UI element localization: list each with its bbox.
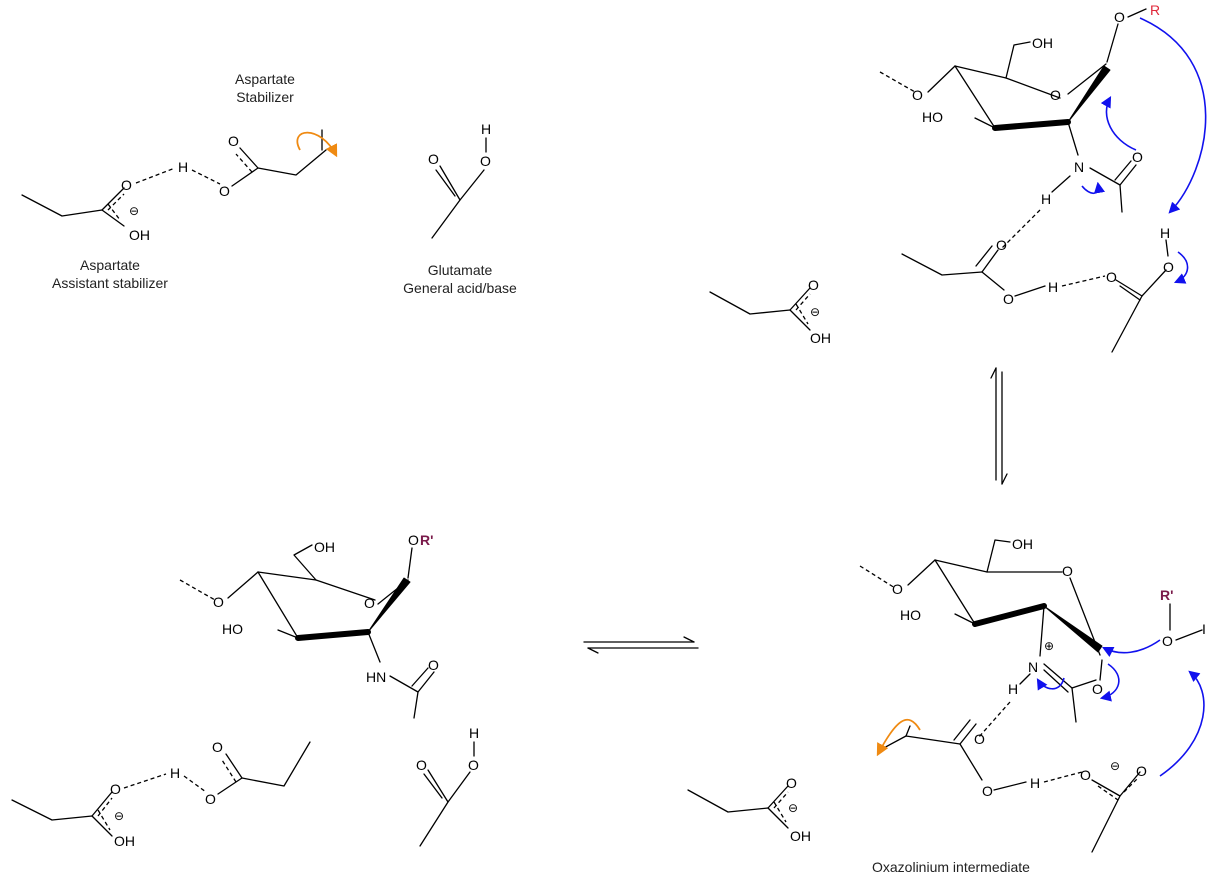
panel-product: O OH O O R' HO HN O (11, 532, 479, 849)
glutamate-bottom-carboxylate: O O ⊖ (1080, 759, 1147, 853)
atom-o: O (912, 87, 923, 103)
label-asp-assistant-1: Aspartate (80, 257, 140, 273)
atom-oh: OH (790, 828, 811, 844)
atom-i: I (1202, 621, 1206, 637)
asp-stabilizer-top: O O H (901, 237, 1106, 307)
atom-o: O (408, 532, 419, 548)
equilibrium-arrow-vertical (990, 367, 1008, 485)
atom-o: O (1163, 259, 1174, 275)
atom-o: O (1162, 633, 1173, 649)
glutamate-product: O O H (416, 725, 479, 847)
atom-h: H (1048, 279, 1058, 295)
equilibrium-arrow-horizontal (583, 636, 699, 654)
charge-minus: ⊖ (1110, 759, 1120, 773)
atom-oh: OH (1012, 536, 1033, 552)
atom-h: H (1041, 191, 1051, 207)
atom-o: O (1003, 291, 1014, 307)
charge-plus: ⊕ (1044, 639, 1054, 653)
asp-stabilizer-product: O O (205, 739, 311, 807)
group-r-prime: R' (420, 532, 433, 548)
atom-oh: OH (114, 833, 135, 849)
asp-assistant-carboxylate: O OH ⊖ (21, 177, 150, 243)
group-r-prime: R' (1160, 587, 1173, 603)
atom-o: O (364, 595, 375, 611)
atom-ho: HO (222, 621, 243, 637)
atom-o: O (1106, 269, 1117, 285)
glutamate-top: O O H (1106, 225, 1174, 353)
atom-h: H (1160, 225, 1170, 241)
asp-assistant-bottom-right: O ⊖ OH (687, 775, 811, 844)
glutamate: O O H (428, 121, 491, 239)
charge-minus: ⊖ (129, 204, 139, 218)
hbond (135, 167, 176, 184)
atom-ho: HO (900, 607, 921, 623)
atom-h: H (170, 765, 180, 781)
atom-o: O (1050, 87, 1061, 103)
label-glu-2: General acid/base (403, 280, 517, 296)
atom-o: O (205, 791, 216, 807)
atom-o: O (1092, 681, 1103, 697)
atom-oh: OH (1032, 35, 1053, 51)
sugar-ring-bottom: O OH O HO ⊕ N O H R' O (859, 536, 1206, 723)
atom-o: O (1114, 9, 1125, 25)
atom-o: O (416, 757, 427, 773)
atom-o: O (219, 183, 230, 199)
atom-o: O (228, 133, 239, 149)
charge-minus: ⊖ (114, 809, 124, 823)
charge-minus: ⊖ (788, 801, 798, 815)
asp-stabilizer: O O (219, 129, 338, 199)
panel-oxazolinium: O OH O HO ⊕ N O H R' O (687, 536, 1206, 875)
atom-oh: OH (314, 539, 335, 555)
atom-oh: OH (810, 330, 831, 346)
atom-o: O (996, 237, 1007, 253)
atom-o: O (1062, 563, 1073, 579)
atom-n: N (1028, 659, 1038, 675)
atom-o: O (808, 277, 819, 293)
atom-h: H (1008, 681, 1018, 697)
hbond (191, 169, 221, 185)
atom-o: O (786, 775, 797, 791)
atom-o: O (428, 151, 439, 167)
atom-o: O (468, 757, 479, 773)
atom-o: O (974, 731, 985, 747)
panel-substrate-complex: O OH O O R HO N O H (709, 2, 1207, 353)
sugar-ring-top: O OH O O R HO N O H (879, 2, 1160, 213)
atom-o: O (121, 177, 132, 193)
asp-assistant-top: O ⊖ OH (709, 277, 831, 346)
label-asp-stabilizer-2: Stabilizer (236, 89, 294, 105)
atom-h: H (469, 725, 479, 741)
charge-minus: ⊖ (810, 305, 820, 319)
atom-hn: HN (366, 669, 386, 685)
atom-o: O (1080, 767, 1091, 783)
atom-h: H (1030, 775, 1040, 791)
atom-h: H (481, 121, 491, 137)
atom-o: O (982, 783, 993, 799)
atom-n: N (1074, 159, 1084, 175)
atom-o: O (1132, 149, 1143, 165)
atom-o: O (213, 594, 224, 610)
label-intermediate: Oxazolinium intermediate (872, 859, 1030, 875)
label-glu-1: Glutamate (428, 262, 493, 278)
atom-o: O (1136, 763, 1147, 779)
atom-ho: HO (922, 109, 943, 125)
atom-h: H (178, 159, 188, 175)
label-asp-stabilizer-1: Aspartate (235, 71, 295, 87)
label-asp-assistant-2: Assistant stabilizer (52, 275, 168, 291)
panel-resting-residues: O OH ⊖ H O O Aspartate Stabilizer Aspart… (21, 71, 517, 296)
group-r: R (1150, 2, 1160, 18)
atom-o: O (110, 781, 121, 797)
asp-stabilizer-bottom: O O H (876, 718, 1083, 799)
atom-o: O (428, 657, 439, 673)
sugar-ring-product: O OH O O R' HO HN O (179, 532, 439, 719)
atom-oh: OH (129, 227, 150, 243)
atom-o: O (212, 739, 223, 755)
atom-o: O (480, 153, 491, 169)
asp-assistant-product: O ⊖ OH (11, 781, 135, 849)
atom-o: O (892, 581, 903, 597)
